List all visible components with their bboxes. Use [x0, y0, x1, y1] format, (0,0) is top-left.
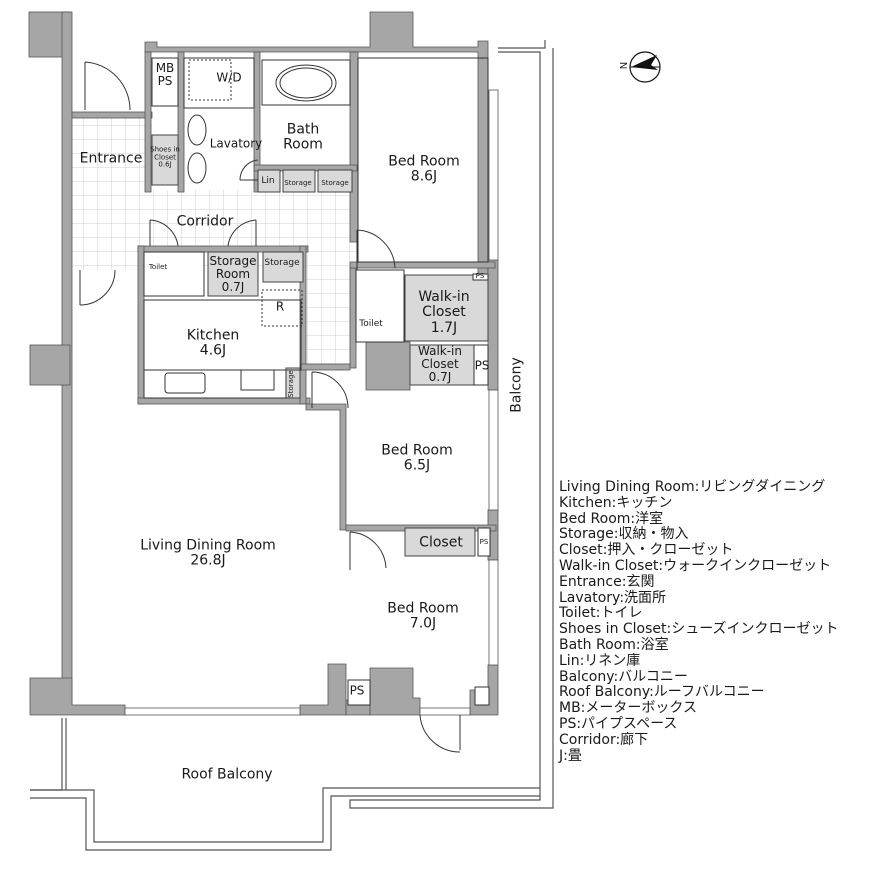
doors — [79, 61, 461, 753]
room-lines — [143, 57, 491, 706]
storage-label-a: Storage — [284, 179, 312, 188]
closet-label: Closet — [419, 534, 463, 551]
storage-fills — [151, 134, 489, 557]
balcony-outline — [349, 40, 554, 809]
legend-item: Toilet:トイレ — [559, 605, 643, 622]
legend-item: Lin:リネン庫 — [559, 652, 641, 669]
legend-item: Kitchen:キッチン — [559, 494, 673, 511]
corridor-label: Corridor — [176, 213, 234, 230]
ps-label-small-1: PS — [475, 272, 485, 281]
legend-item: Bed Room:洋室 — [559, 510, 664, 527]
compass-label: N — [619, 61, 631, 70]
legend-item: Balcony:バルコニー — [559, 668, 688, 685]
corridor-floor-2 — [300, 260, 357, 370]
ps-label-bottom: PS — [349, 683, 365, 698]
legend-item: J:畳 — [559, 747, 582, 764]
storage-label-c: Storage — [264, 258, 300, 269]
legend-item: Roof Balcony:ルーフバルコニー — [559, 684, 765, 701]
storage-label-d: Storage — [287, 370, 296, 398]
entrance-label: Entrance — [79, 150, 143, 167]
legend-item: Storage:収納・物入 — [559, 526, 689, 543]
toilet-1-label: Toilet — [148, 263, 168, 272]
compass: N — [617, 47, 661, 87]
legend-item: Walk-in Closet:ウォークインクローゼット — [559, 557, 832, 574]
lavatory-label: Lavatory — [209, 136, 263, 151]
north-arrow-icon — [629, 51, 661, 83]
storage-label-b: Storage — [321, 179, 349, 188]
toilet-2-label: Toilet — [359, 319, 383, 330]
lin-label: Lin — [261, 176, 275, 187]
legend-item: MB:メーターボックス — [559, 700, 697, 717]
roof-balcony-label: Roof Balcony — [181, 766, 273, 783]
legend-item: Corridor:廊下 — [559, 731, 649, 748]
wd-label: W/D — [216, 70, 242, 85]
legend-item: PS:パイプスペース — [559, 715, 678, 732]
roof-balcony-outline — [30, 718, 540, 851]
legend-item: Closet:押入・クローゼット — [559, 542, 734, 559]
walls — [28, 11, 499, 716]
legend-item: Shoes in Closet:シューズインクローゼット — [559, 621, 839, 638]
legend: Living Dining Room:リビングダイニング Kitchen:キッチ… — [559, 479, 839, 764]
legend-item: Lavatory:洗面所 — [559, 589, 667, 606]
ps-label-1: PS — [474, 358, 490, 373]
windows — [124, 89, 499, 716]
refrigerator-label: R — [275, 299, 285, 314]
legend-item: Entrance:玄関 — [559, 573, 655, 590]
entrance-floor — [72, 118, 152, 190]
balcony-label: Balcony — [508, 357, 525, 413]
legend-item: Living Dining Room:リビングダイニング — [559, 479, 826, 495]
legend-item: Bath Room:浴室 — [559, 636, 669, 653]
ps-label-small-2: PS — [479, 538, 489, 547]
